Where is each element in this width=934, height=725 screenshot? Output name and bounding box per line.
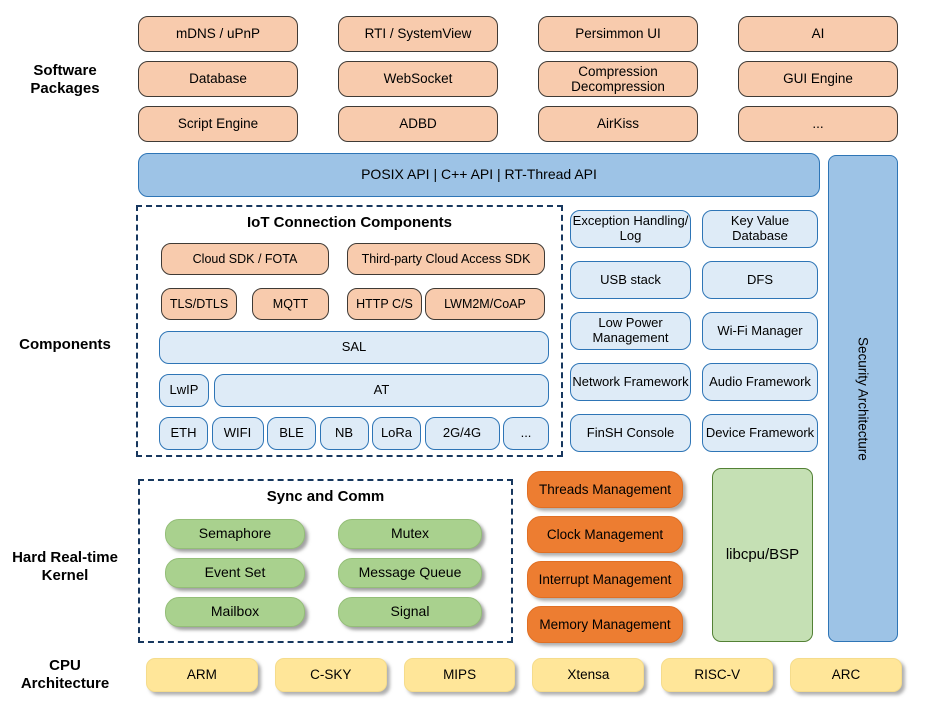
iot-box-eth: ETH (159, 417, 208, 450)
sync-grid: Semaphore Mutex Event Set Message Queue … (165, 519, 482, 627)
section-label-cpu-architecture: CPU Architecture (0, 657, 130, 693)
security-architecture-label: Security Architecture (855, 336, 871, 461)
iot-box-lwm2m-coap: LWM2M/CoAP (425, 288, 545, 320)
section-label-text: Software Packages (30, 62, 100, 97)
cpu-box-arm: ARM (146, 658, 258, 692)
package-box-script-engine: Script Engine (138, 106, 298, 142)
package-box-database: Database (138, 61, 298, 97)
iot-box-mqtt: MQTT (252, 288, 329, 320)
iot-group-title: IoT Connection Components (247, 214, 452, 231)
kernel-box-mutex: Mutex (338, 519, 482, 549)
package-box-rti-systemview: RTI / SystemView (338, 16, 498, 52)
components-grid: Exception Handling/ Log Key Value Databa… (570, 210, 818, 452)
iot-box-at: AT (214, 374, 549, 407)
libcpu-bsp-box: libcpu/BSP (712, 468, 813, 642)
component-box-finsh-console: FinSH Console (570, 414, 691, 452)
component-box-exception-handling-log: Exception Handling/ Log (570, 210, 691, 248)
iot-link-row: ETH WIFI BLE NB LoRa 2G/4G ... (159, 417, 549, 450)
kernel-box-signal: Signal (338, 597, 482, 627)
section-label-software-packages: Software Packages (0, 62, 130, 98)
iot-box-ellipsis: ... (503, 417, 549, 450)
section-label-text: CPU Architecture (20, 657, 110, 692)
package-box-ai: AI (738, 16, 898, 52)
kernel-box-semaphore: Semaphore (165, 519, 305, 549)
package-box-persimmon-ui: Persimmon UI (538, 16, 698, 52)
section-label-components: Components (0, 336, 130, 354)
iot-box-third-party-cloud-sdk: Third-party Cloud Access SDK (347, 243, 545, 275)
cpu-box-c-sky: C-SKY (274, 658, 387, 692)
iot-box-tls-dtls: TLS/DTLS (161, 288, 237, 320)
cpu-box-risc-v: RISC-V (661, 658, 774, 692)
kernel-box-event-set: Event Set (165, 558, 305, 588)
cpu-box-xtensa: Xtensa (532, 658, 645, 692)
kernel-box-threads-management: Threads Management (527, 471, 683, 508)
kernel-management-column: Threads Management Clock Management Inte… (527, 471, 683, 643)
cpu-box-mips: MIPS (403, 658, 516, 692)
iot-box-2g-4g: 2G/4G (424, 417, 500, 450)
section-label-text: Hard Real-time Kernel (12, 549, 118, 584)
package-box-compression: Compression Decompression (538, 61, 698, 97)
sync-and-comm-group: Sync and Comm Semaphore Mutex Event Set … (138, 479, 513, 643)
package-box-websocket: WebSocket (338, 61, 498, 97)
iot-box-lora: LoRa (372, 417, 421, 450)
component-box-wifi-manager: Wi-Fi Manager (702, 312, 818, 350)
iot-box-nb: NB (319, 417, 369, 450)
iot-box-wifi: WIFI (211, 417, 264, 450)
section-label-text: Components (19, 336, 111, 353)
kernel-box-mailbox: Mailbox (165, 597, 305, 627)
software-packages-grid: mDNS / uPnP RTI / SystemView Persimmon U… (138, 16, 898, 142)
iot-box-http-cs: HTTP C/S (347, 288, 422, 320)
iot-box-lwip: LwIP (159, 374, 209, 407)
cpu-architecture-row: ARM C-SKY MIPS Xtensa RISC-V ARC (146, 658, 902, 692)
component-box-low-power-management: Low Power Management (570, 312, 691, 350)
sync-group-title: Sync and Comm (266, 488, 385, 505)
component-box-network-framework: Network Framework (570, 363, 691, 401)
kernel-box-interrupt-management: Interrupt Management (527, 561, 683, 598)
section-label-kernel: Hard Real-time Kernel (0, 549, 130, 585)
component-box-dfs: DFS (702, 261, 818, 299)
cpu-box-arc: ARC (790, 658, 902, 692)
kernel-box-message-queue: Message Queue (338, 558, 482, 588)
component-box-usb-stack: USB stack (570, 261, 691, 299)
component-box-key-value-database: Key Value Database (702, 210, 818, 248)
package-box-airkiss: AirKiss (538, 106, 698, 142)
iot-connection-components-group: IoT Connection Components Cloud SDK / FO… (136, 205, 563, 457)
iot-box-sal: SAL (159, 331, 549, 364)
package-box-ellipsis: ... (738, 106, 898, 142)
api-bar: POSIX API | C++ API | RT-Thread API (138, 153, 820, 197)
package-box-mdns-upnp: mDNS / uPnP (138, 16, 298, 52)
component-box-audio-framework: Audio Framework (702, 363, 818, 401)
security-architecture-bar: Security Architecture (828, 155, 898, 642)
package-box-gui-engine: GUI Engine (738, 61, 898, 97)
component-box-device-framework: Device Framework (702, 414, 818, 452)
kernel-box-clock-management: Clock Management (527, 516, 683, 553)
kernel-box-memory-management: Memory Management (527, 606, 683, 643)
iot-box-cloud-sdk-fota: Cloud SDK / FOTA (161, 243, 329, 275)
iot-box-ble: BLE (267, 417, 316, 450)
package-box-adbd: ADBD (338, 106, 498, 142)
